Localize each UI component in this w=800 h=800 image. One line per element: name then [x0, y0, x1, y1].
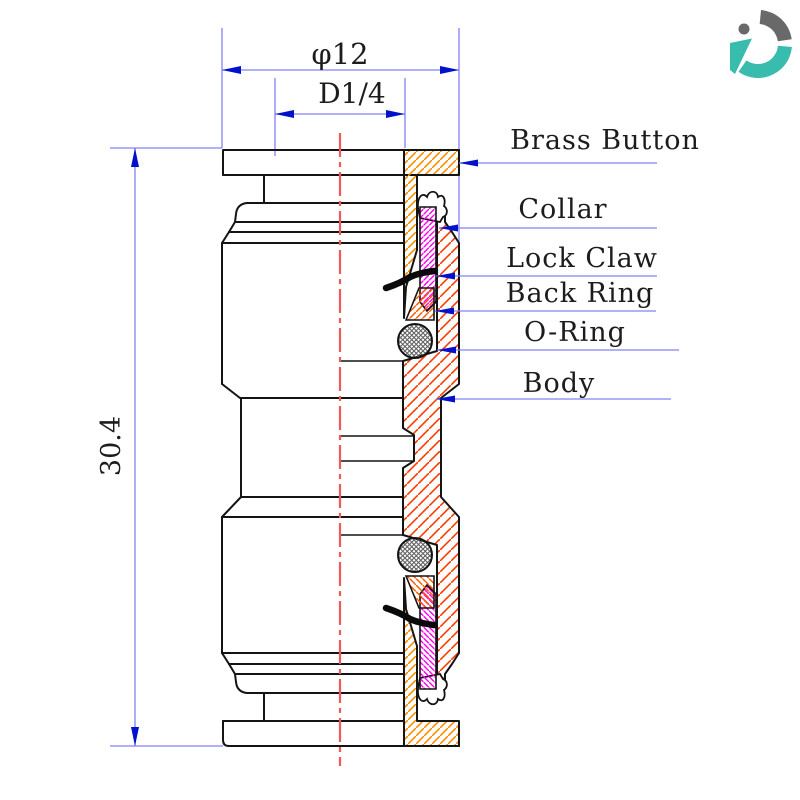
- label-o-ring: O-Ring: [524, 317, 626, 348]
- dimension-lines: [110, 28, 460, 747]
- label-body: Body: [523, 368, 596, 399]
- brass-button-bottom-section: [403, 577, 460, 747]
- back-ring-top-section: [404, 287, 435, 321]
- logo-teal-stem: [730, 38, 752, 74]
- arrow-icon: [386, 110, 405, 118]
- arrow-icon: [440, 66, 459, 74]
- arrow-icon: [275, 110, 294, 118]
- arrow-icon: [131, 727, 139, 746]
- label-collar: Collar: [518, 194, 607, 225]
- arrow-icon: [222, 66, 241, 74]
- arrow-icon: [436, 272, 455, 280]
- arrow-icon: [436, 395, 455, 403]
- arrow-icon: [435, 307, 454, 315]
- logo-gray-arc: [759, 10, 792, 42]
- o-ring-top-section: [397, 323, 433, 359]
- arrow-icon: [459, 159, 478, 167]
- lock-claw-bottom: [382, 604, 438, 629]
- back-ring-bottom-section: [404, 575, 435, 609]
- arrow-icon: [439, 224, 458, 232]
- lock-claw-top: [382, 267, 438, 292]
- brass-button-top-section: [403, 149, 460, 319]
- logo-dot-icon: [738, 23, 750, 35]
- arrow-icon: [437, 346, 456, 354]
- dim-length-text: 30.4: [96, 416, 127, 476]
- dim-diameter-text: φ12: [311, 37, 368, 71]
- logo-teal-arc: [738, 45, 792, 78]
- label-lock-claw: Lock Claw: [506, 243, 658, 274]
- dimension-arrows: [131, 66, 459, 746]
- dim-tube-text: D1/4: [318, 77, 386, 110]
- label-back-ring: Back Ring: [506, 278, 655, 309]
- leader-arrows: [435, 159, 478, 403]
- label-brass-button: Brass Button: [510, 125, 700, 156]
- brand-logo: [730, 10, 792, 78]
- leader-lines: [435, 162, 679, 400]
- arrow-icon: [131, 148, 139, 167]
- o-ring-bottom-section: [397, 537, 433, 573]
